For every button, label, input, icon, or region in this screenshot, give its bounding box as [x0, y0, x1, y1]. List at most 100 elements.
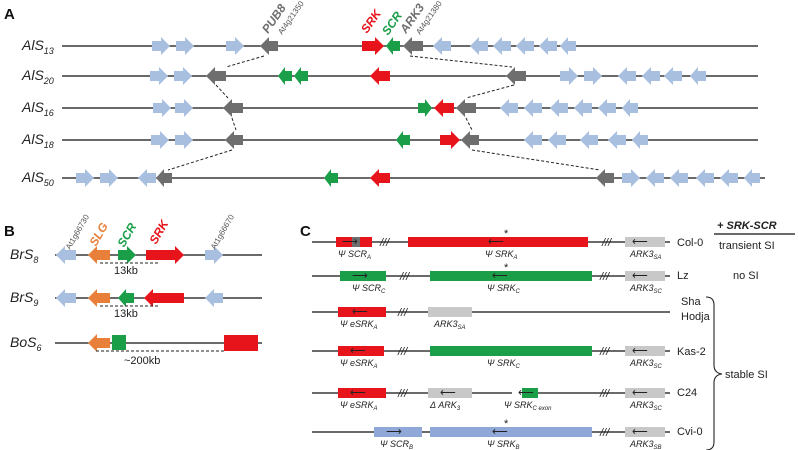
c-arrow-c24-esrk: ⟵	[350, 387, 366, 399]
c-label-cvi-scr: Ψ SCRB	[380, 439, 413, 450]
gene-arrow-a-38	[151, 131, 169, 149]
c-box-sha-ark3	[428, 307, 472, 317]
synteny-dash-7	[471, 149, 601, 171]
synteny-dash-6	[167, 149, 233, 171]
gap-mark-3: ///	[599, 271, 610, 283]
accession-hodja: Hodja	[681, 311, 711, 323]
synteny-dash-0	[225, 55, 265, 68]
gene-arrow-a-12	[560, 37, 576, 55]
c-box-kas-srk	[430, 346, 592, 356]
gene-arrow-a-14	[174, 67, 192, 85]
synteny-dash-4	[231, 117, 237, 131]
c-box-col0-srk	[408, 237, 588, 247]
gene-arrow-a-4	[362, 37, 384, 55]
gene-label-slg: SLG	[86, 220, 110, 248]
c-label-cvi-srk: Ψ SRKB	[487, 439, 520, 450]
c-box-cvi-scr	[374, 427, 422, 437]
gene-arrow-a-22	[618, 67, 636, 85]
gene-arrow-a-59	[696, 169, 714, 187]
gene-arrow-a-21	[584, 67, 602, 85]
panel-a-synteny-lines	[167, 55, 601, 171]
gene-arrow-a-28	[223, 99, 243, 117]
gene-arrow-a-9	[493, 37, 511, 55]
synteny-dash-5	[465, 117, 473, 131]
c-arrow-col0-scr: ⟶	[342, 236, 358, 248]
c-label-lz-scr: Ψ SCRC	[352, 283, 386, 295]
gene-arrow-a-34	[550, 99, 568, 117]
accession-cvi-0: Cvi-0	[677, 426, 703, 438]
c-label-sha-esrk: Ψ eSRKA	[340, 319, 378, 331]
gene-arrow-a-19	[506, 67, 526, 85]
phenotype-stable-si: stable SI	[725, 369, 768, 381]
gene-arrow-a-5	[386, 37, 400, 55]
gene-arrow-a-36	[598, 99, 616, 117]
c-arrow-c24-srkc: ⟵	[518, 387, 534, 399]
gene-arrow-a-6	[403, 37, 423, 55]
c-label-kas-srk: Ψ SRKC	[487, 358, 520, 370]
c-label-sha-ark3: ARK3SA	[433, 319, 466, 331]
b-gene-brs9-slg	[88, 289, 110, 307]
gene-arrow-a-54	[370, 169, 390, 187]
c-arrow-cvi-ark3: ⟵	[632, 426, 648, 438]
b-gene-brs8-left	[56, 246, 76, 264]
gene-arrow-a-15	[206, 67, 226, 85]
gap-mark-5: ///	[397, 346, 408, 358]
distance-label-brs9: 13kb	[114, 308, 138, 320]
gap-mark-7: ///	[397, 388, 408, 400]
c-arrow-lz-scr: ⟶	[352, 270, 368, 282]
gene-arrow-a-26	[153, 99, 171, 117]
panel-a-gene-arrows	[76, 37, 760, 187]
b-gene-brs9-left	[56, 289, 76, 307]
haplotype-label-als13: AlS13	[21, 37, 54, 56]
c-box-lz-ark3	[625, 271, 665, 281]
gene-arrow-a-35	[574, 99, 592, 117]
b-gene-brs8-srk	[146, 246, 184, 264]
c-arrow-kas-esrk: ⟵	[350, 345, 366, 357]
distance-label-brs8: 13kb	[114, 265, 138, 277]
c-star-cvi: *	[504, 418, 509, 430]
synteny-dash-1	[409, 55, 513, 68]
c-arrow-c24-ark3: ⟵	[632, 387, 648, 399]
c-box-c24-srkc	[512, 388, 538, 398]
c-label-col0-scr: Ψ SCRA	[338, 249, 371, 261]
haplotype-label-als16: AlS16	[21, 99, 54, 118]
c-label-c24-srkc: Ψ SRKC exon	[504, 400, 552, 412]
gene-arrow-a-42	[440, 131, 460, 149]
gap-mark-4: ///	[397, 307, 408, 319]
panel-label-b: B	[4, 223, 15, 240]
gene-arrow-a-52	[156, 169, 172, 187]
panel-label-c: C	[300, 223, 311, 240]
gene-arrow-a-2	[226, 37, 244, 55]
c-arrow-kas-ark3: ⟵	[632, 345, 648, 357]
gap-mark-2: ///	[399, 271, 410, 283]
haplotype-label-brs9: BrS9	[10, 289, 38, 308]
c-arrow-lz-ark3: ⟵	[632, 270, 648, 282]
b-gene-brs8-right	[205, 246, 223, 264]
synteny-dash-3	[465, 84, 515, 99]
gene-arrow-a-39	[175, 131, 193, 149]
panel-b-gene-arrows	[56, 246, 258, 352]
panel-a-chromosome-lines	[62, 45, 765, 179]
gene-arrow-a-56	[622, 169, 640, 187]
c-label-c24-ark3: ARK3SC	[629, 400, 663, 412]
accession-lz: Lz	[677, 270, 689, 282]
c-arrow-cvi-scr: ⟶	[386, 426, 402, 438]
gene-locus-left-b: At1g66730	[64, 213, 91, 251]
gap-mark-1: ///	[601, 237, 612, 249]
c-label-kas-esrk: Ψ eSRKA	[340, 358, 378, 370]
gene-arrow-a-1	[176, 37, 194, 55]
gene-arrow-a-50	[100, 169, 118, 187]
b-gene-brs8-scr	[118, 246, 136, 264]
c-arrow-cvi-srk: ⟵	[492, 426, 508, 438]
gene-arrow-a-58	[670, 169, 688, 187]
gene-arrow-a-33	[524, 99, 542, 117]
c-label-c24-esrk: Ψ eSRKA	[340, 400, 378, 412]
c-arrow-lz-srk: ⟵	[492, 270, 508, 282]
b-gene-bos6-slg	[88, 334, 110, 352]
gap-mark-6: ///	[599, 346, 610, 358]
gene-arrow-a-49	[76, 169, 94, 187]
gene-label-scr-b: SCR	[114, 220, 139, 249]
gene-arrow-a-47	[608, 131, 626, 149]
accession-sha: Sha	[681, 296, 701, 308]
gene-arrow-a-57	[646, 169, 664, 187]
